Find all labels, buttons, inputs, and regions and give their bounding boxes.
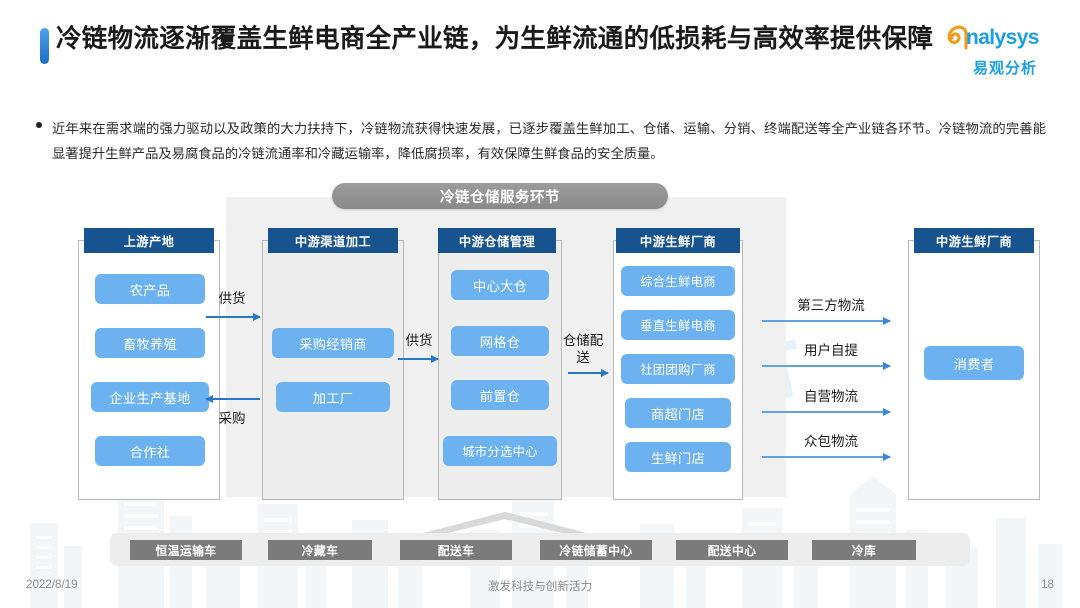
node-agricultural-products[interactable]: 农产品 (95, 274, 205, 304)
node-supermarket-store[interactable]: 商超门店 (625, 398, 731, 428)
node-front-warehouse[interactable]: 前置仓 (451, 380, 549, 410)
flow-label-warehouse-delivery: 仓储配送 (562, 333, 604, 365)
arrow-supply-2 (398, 354, 439, 363)
node-city-sorting-center[interactable]: 城市分选中心 (443, 436, 557, 466)
footer-date: 2022/8/19 (26, 578, 78, 591)
footer-page-number: 18 (1041, 578, 1054, 591)
bullet-dot-icon (36, 116, 52, 166)
delivery-label-crowdsourced: 众包物流 (804, 434, 858, 449)
column-header-consumer-side: 中游生鲜厂商 (914, 228, 1034, 253)
column-header-upstream: 上游产地 (84, 228, 214, 253)
node-vertical-fresh-ecommerce[interactable]: 垂直生鲜电商 (621, 310, 735, 340)
column-fresh-merchants: 中游生鲜厂商 综合生鲜电商 垂直生鲜电商 社团团购厂商 商超门店 生鲜门店 (613, 228, 743, 500)
delivery-label-self-pickup: 用户自提 (804, 343, 858, 358)
panel-title: 冷链仓储服务环节 (332, 183, 668, 209)
footer-slogan: 激发科技与创新活力 (487, 580, 593, 593)
delivery-label-third-party: 第三方物流 (797, 298, 865, 313)
title-accent-bar (40, 28, 49, 64)
analysys-logo: nalysys 易观分析 (946, 25, 1064, 80)
flow-label-supply-1: 供货 (218, 291, 246, 306)
page-title: 冷链物流逐渐覆盖生鲜电商全产业链，为生鲜流通的低损耗与高效率提供保障 (56, 25, 934, 53)
column-consumer: 中游生鲜厂商 消费者 (908, 228, 1040, 500)
node-comprehensive-fresh-ecommerce[interactable]: 综合生鲜电商 (621, 266, 735, 296)
bullet-text: 近年来在需求端的强力驱动以及政策的大力扶持下，冷链物流获得快速发展，已逐步覆盖生… (52, 121, 1046, 161)
column-channel-processing: 中游渠道加工 采购经销商 加工厂 (262, 228, 404, 500)
logo-chinese-name: 易观分析 (972, 60, 1037, 77)
chip-cold-chain-storage-center[interactable]: 冷链储蓄中心 (540, 540, 652, 560)
column-header-fresh-merchants: 中游生鲜厂商 (616, 228, 740, 253)
arrow-third-party-logistics (762, 316, 891, 325)
logo-swirl-icon (947, 25, 968, 50)
chip-distribution-center[interactable]: 配送中心 (676, 540, 788, 560)
node-fresh-store[interactable]: 生鲜门店 (625, 442, 731, 472)
delivery-label-self-operated: 自营物流 (804, 389, 858, 404)
arrow-supply-1 (206, 312, 261, 321)
chip-cold-storage[interactable]: 冷库 (812, 540, 916, 560)
node-central-warehouse[interactable]: 中心大仓 (451, 270, 549, 300)
arrow-warehouse-delivery (568, 368, 609, 377)
column-frame (262, 240, 404, 500)
node-processing-plant[interactable]: 加工厂 (276, 382, 390, 412)
node-consumer[interactable]: 消费者 (924, 346, 1024, 380)
chip-refrigerated-truck[interactable]: 冷藏车 (268, 540, 372, 560)
node-enterprise-production-base[interactable]: 企业生产基地 (91, 382, 209, 412)
flow-label-purchase: 采购 (218, 411, 246, 426)
logo-wordmark: nalysys (966, 26, 1039, 49)
arrow-user-self-pickup (762, 361, 891, 370)
column-header-warehouse-management: 中游仓储管理 (438, 228, 556, 253)
node-livestock-breeding[interactable]: 畜牧养殖 (95, 328, 205, 358)
chip-constant-temp-truck[interactable]: 恒温运输车 (130, 540, 242, 560)
column-upstream-origin: 上游产地 农产品 畜牧养殖 企业生产基地 合作社 (78, 228, 220, 500)
flow-label-supply-2: 供货 (405, 333, 433, 348)
column-warehouse-management: 中游仓储管理 中心大仓 网格仓 前置仓 城市分选中心 (438, 228, 562, 500)
node-grid-warehouse[interactable]: 网格仓 (451, 326, 549, 356)
node-purchasing-distributor[interactable]: 采购经销商 (272, 328, 394, 358)
node-community-group-buying[interactable]: 社团团购厂商 (621, 354, 735, 384)
bullet-paragraph: 近年来在需求端的强力驱动以及政策的大力扶持下，冷链物流获得快速发展，已逐步覆盖生… (36, 116, 1046, 166)
column-header-channel-processing: 中游渠道加工 (268, 228, 398, 253)
arrow-crowdsourced-logistics (762, 452, 891, 461)
arrow-self-operated-logistics (762, 407, 891, 416)
arrow-purchase (205, 394, 260, 403)
node-cooperative[interactable]: 合作社 (95, 436, 205, 466)
chip-delivery-truck[interactable]: 配送车 (400, 540, 512, 560)
